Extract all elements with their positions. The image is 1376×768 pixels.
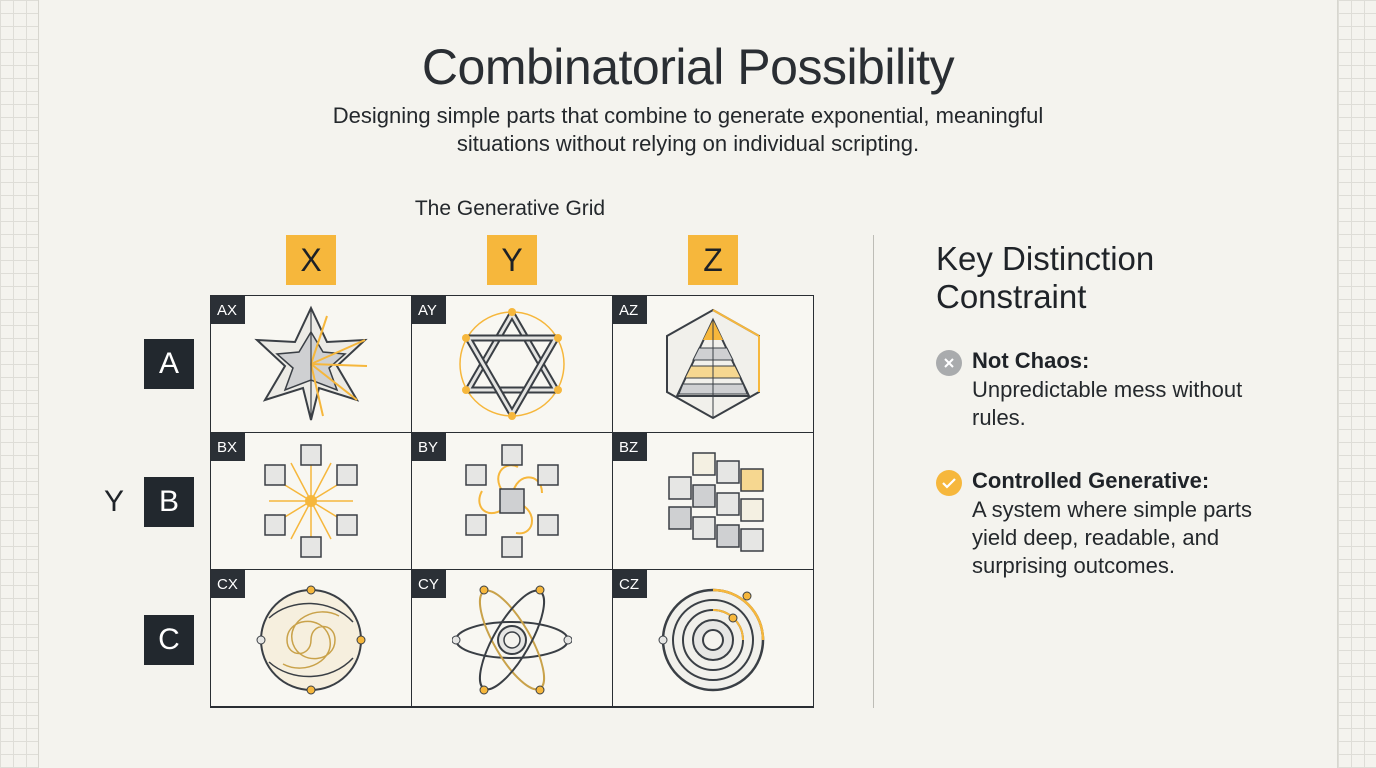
star-burst-icon (254, 305, 368, 421)
right-grid-margin (1337, 0, 1376, 768)
grid-cell-az: AZ (613, 296, 814, 433)
grid-cell-bz: BZ (613, 433, 814, 570)
x-circle-icon (936, 350, 962, 376)
grid-title: The Generative Grid (414, 197, 606, 220)
cube-swirl-icon (465, 444, 559, 558)
key-item-label: Not Chaos: (972, 348, 1090, 373)
generative-grid: AX AY AZ (210, 295, 814, 708)
row-header-a: A (144, 339, 194, 389)
cell-tag: CZ (613, 570, 647, 598)
grid-cell-cy: CY (412, 570, 613, 707)
cell-tag: AY (412, 296, 446, 324)
spiral-icon (256, 585, 366, 695)
key-item-desc: Unpredictable mess without rules. (972, 377, 1243, 430)
key-title-line2: Constraint (936, 278, 1087, 315)
grid-cell-cz: CZ (613, 570, 814, 707)
atom-icon (452, 585, 572, 695)
column-header-z: Z (688, 235, 738, 285)
grid-cell-ax: AX (211, 296, 412, 433)
cell-tag: AX (211, 296, 245, 324)
key-item-label: Controlled Generative: (972, 468, 1210, 493)
column-header-x: X (286, 235, 336, 285)
grid-cell-by: BY (412, 433, 613, 570)
key-distinction-title: Key Distinction Constraint (936, 240, 1154, 316)
row-header-b: B (144, 477, 194, 527)
grid-cell-ay: AY (412, 296, 613, 433)
cube-ring-icon (264, 444, 358, 558)
column-header-y: Y (487, 235, 537, 285)
key-item-desc: A system where simple parts yield deep, … (972, 497, 1252, 578)
cell-tag: BX (211, 433, 245, 461)
section-divider (873, 235, 874, 708)
cell-tag: AZ (613, 296, 647, 324)
page-subtitle: Designing simple parts that combine to g… (332, 103, 1044, 156)
cell-tag: BZ (613, 433, 647, 461)
knot-icon (459, 308, 565, 420)
key-title-line1: Key Distinction (936, 240, 1155, 277)
cell-tag: CX (211, 570, 245, 598)
concentric-rings-icon (658, 588, 765, 692)
cell-tag: BY (412, 433, 446, 461)
grid-cell-cx: CX (211, 570, 412, 707)
check-circle-icon (936, 470, 962, 496)
row-header-c: C (144, 615, 194, 665)
pyramid-icon (666, 308, 760, 420)
row-axis-label: Y (104, 485, 125, 518)
cube-cluster-icon (668, 452, 764, 552)
page-title: Combinatorial Possibility (421, 39, 955, 95)
grid-cell-bx: BX (211, 433, 412, 570)
cell-tag: CY (412, 570, 446, 598)
left-grid-margin (0, 0, 39, 768)
